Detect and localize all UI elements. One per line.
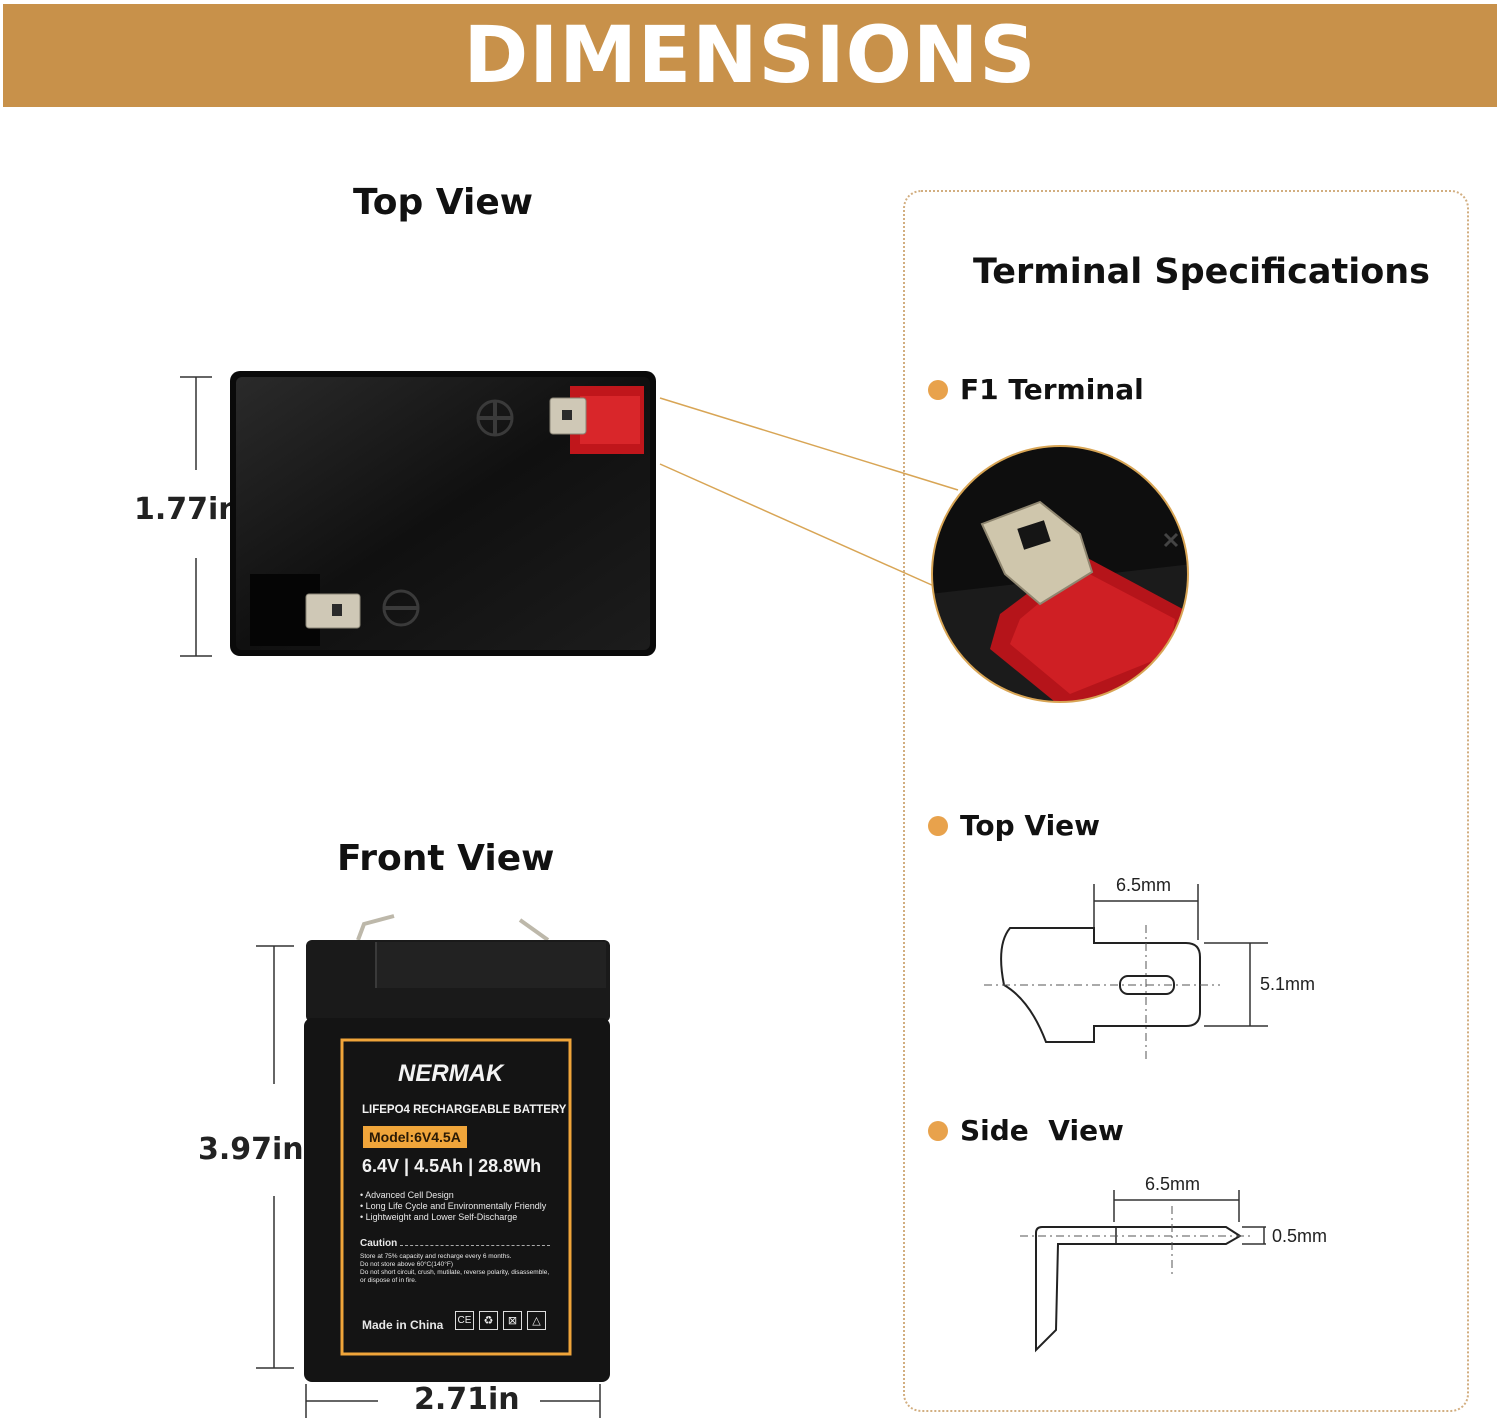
f1-terminal-label: F1 Terminal (960, 373, 1144, 406)
top-view-heading: Top View (353, 182, 534, 223)
caution-divider (400, 1245, 550, 1246)
side-view-spec-label: Side View (960, 1114, 1124, 1147)
top-view-spec-row: Top View (928, 809, 1100, 842)
battery-product-line: LIFEPO4 RECHARGEABLE BATTERY (362, 1104, 567, 1116)
terminal-specs-heading: Terminal Specifications (973, 252, 1430, 292)
f1-terminal-row: F1 Terminal (928, 373, 1144, 406)
battery-caution-title: Caution (360, 1238, 398, 1249)
bin-mark-icon: ⊠ (503, 1311, 522, 1330)
cert-marks: CE ♻ ⊠ △ (455, 1311, 546, 1330)
battery-top-view-image (230, 371, 656, 656)
front-view-heading: Front View (337, 838, 555, 879)
recycle-mark-icon: ♻ (479, 1311, 498, 1330)
bullet-dot-icon (928, 815, 948, 836)
front-view-width-label: 2.71in (414, 1382, 520, 1417)
battery-feature: • Advanced Cell Design (360, 1190, 454, 1200)
side-thickness-dimension-label: 0.5mm (1272, 1226, 1328, 1246)
battery-feature: • Lightweight and Lower Self-Discharge (360, 1212, 518, 1222)
banner-title: DIMENSIONS (463, 10, 1037, 101)
battery-model: Model:6V4.5A (363, 1126, 467, 1148)
ce-mark-icon: CE (455, 1311, 474, 1330)
bullet-dot-icon (928, 1120, 948, 1141)
battery-front-view-image (304, 914, 610, 1382)
battery-origin: Made in China (362, 1318, 444, 1332)
bullet-dot-icon (928, 379, 948, 400)
top-view-spec-label: Top View (960, 809, 1101, 842)
terminal-zoom-image (931, 445, 1189, 703)
battery-caution-line: Store at 75% capacity and recharge every… (360, 1253, 512, 1260)
battery-brand: NERMAK (398, 1060, 504, 1087)
dimensions-banner: DIMENSIONS (3, 4, 1497, 107)
terminal-specs-panel (903, 190, 1469, 1412)
front-view-height-label: 3.97in (198, 1132, 304, 1167)
side-view-spec-row: Side View (928, 1114, 1124, 1147)
top-height-dimension-label: 5.1mm (1260, 974, 1316, 994)
battery-caution-line: Do not store above 60°C(140°F) (360, 1261, 453, 1268)
top-width-dimension-label: 6.5mm (1116, 875, 1172, 895)
battery-specs: 6.4V | 4.5Ah | 28.8Wh (362, 1156, 542, 1176)
battery-caution-line: Do not short circuit, crush, mutilate, r… (360, 1269, 550, 1276)
top-view-height-label: 1.77in (134, 492, 240, 527)
battery-feature: • Long Life Cycle and Environmentally Fr… (360, 1201, 547, 1211)
battery-caution-line: or dispose of in fire. (360, 1277, 417, 1284)
warning-mark-icon: △ (527, 1311, 546, 1330)
side-width-dimension-label: 6.5mm (1145, 1174, 1201, 1194)
